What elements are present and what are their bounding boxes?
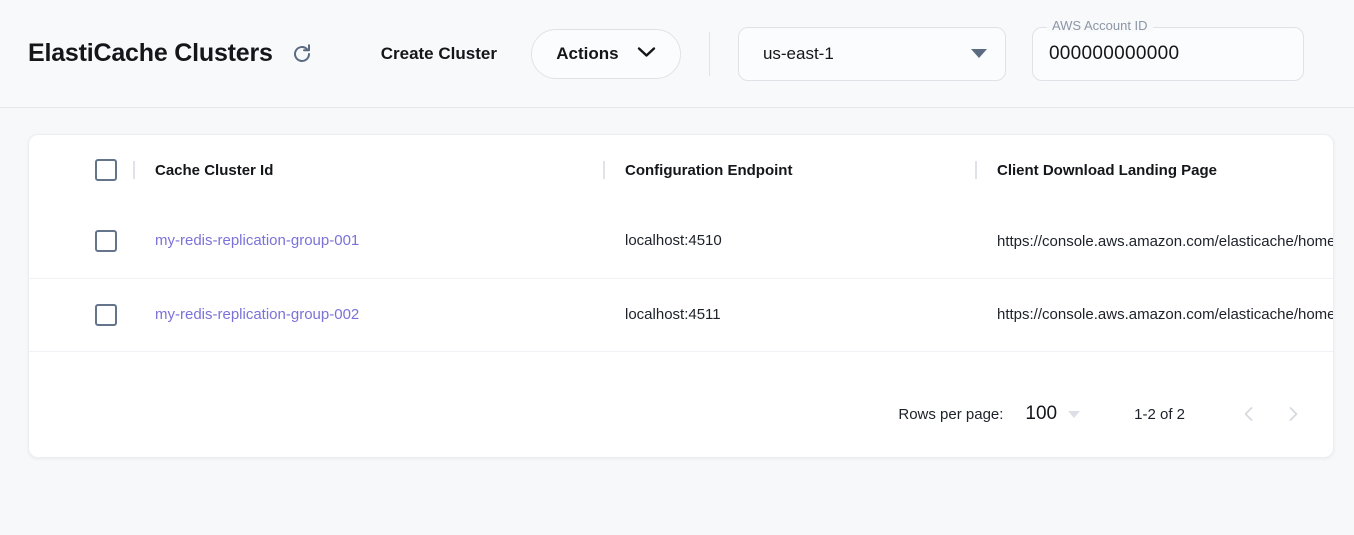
aws-account-id-label: AWS Account ID [1047,19,1153,32]
actions-button[interactable]: Actions [531,29,681,79]
column-header-cluster-id[interactable]: Cache Cluster Id [125,135,595,205]
row-checkbox[interactable] [95,230,117,252]
row-checkbox[interactable] [95,304,117,326]
aws-account-id-field[interactable]: AWS Account ID 000000000000 [1032,27,1304,81]
clusters-table-card: Cache Cluster Id Configuration Endpoint … [28,134,1334,458]
table-header: Cache Cluster Id Configuration Endpoint … [29,135,1334,205]
column-header-client-download-landing-page-label: Client Download Landing Page [967,162,1334,179]
row-select-cell [29,205,125,278]
page-title: ElastiCache Clusters [28,39,273,68]
client-download-landing-page-value: https://console.aws.amazon.com/elasticac… [997,306,1334,323]
region-select[interactable]: us-east-1 [738,27,1006,81]
table-header-row: Cache Cluster Id Configuration Endpoint … [29,135,1334,205]
cell-configuration-endpoint: localhost:4510 [595,205,967,278]
client-download-landing-page-value: https://console.aws.amazon.com/elasticac… [997,233,1334,250]
chevron-left-icon[interactable] [1227,392,1271,436]
table-row: my-redis-replication-group-001 localhost… [29,205,1334,278]
select-all-checkbox[interactable] [95,159,117,181]
table-body: my-redis-replication-group-001 localhost… [29,205,1334,351]
header-divider [709,32,710,76]
cell-client-download-landing-page: https://console.aws.amazon.com/elasticac… [967,205,1334,278]
column-header-configuration-endpoint[interactable]: Configuration Endpoint [595,135,967,205]
triangle-down-icon [971,49,987,58]
rows-per-page-value[interactable]: 100 [1025,403,1057,425]
region-select-value: us-east-1 [763,44,971,64]
configuration-endpoint-value: localhost:4510 [625,232,722,249]
cell-cluster-id: my-redis-replication-group-001 [125,205,595,278]
column-header-client-download-landing-page[interactable]: Client Download Landing Page [967,135,1334,205]
page-header: ElastiCache Clusters Create Cluster Acti… [0,0,1354,108]
clusters-table: Cache Cluster Id Configuration Endpoint … [29,135,1334,352]
pagination: Rows per page: 100 1-2 of 2 [898,393,1315,435]
cell-client-download-landing-page: https://console.aws.amazon.com/elasticac… [967,278,1334,351]
refresh-icon[interactable] [287,39,317,69]
column-header-configuration-endpoint-label: Configuration Endpoint [595,162,967,179]
cell-configuration-endpoint: localhost:4511 [595,278,967,351]
chevron-right-icon[interactable] [1271,392,1315,436]
cluster-id-link[interactable]: my-redis-replication-group-002 [155,306,359,323]
select-all-cell [29,135,125,205]
aws-account-id-value: 000000000000 [1049,43,1179,65]
create-cluster-button[interactable]: Create Cluster [381,44,497,64]
cell-cluster-id: my-redis-replication-group-002 [125,278,595,351]
chevron-down-icon [637,45,656,63]
table-row: my-redis-replication-group-002 localhost… [29,278,1334,351]
row-select-cell [29,278,125,351]
column-header-cluster-id-label: Cache Cluster Id [125,162,595,179]
pagination-range-label: 1-2 of 2 [1134,406,1185,423]
rows-per-page-label: Rows per page: [898,406,1003,423]
actions-button-label: Actions [556,44,618,64]
cluster-id-link[interactable]: my-redis-replication-group-001 [155,232,359,249]
rows-per-page-caret-icon[interactable] [1068,411,1080,418]
configuration-endpoint-value: localhost:4511 [625,306,721,323]
